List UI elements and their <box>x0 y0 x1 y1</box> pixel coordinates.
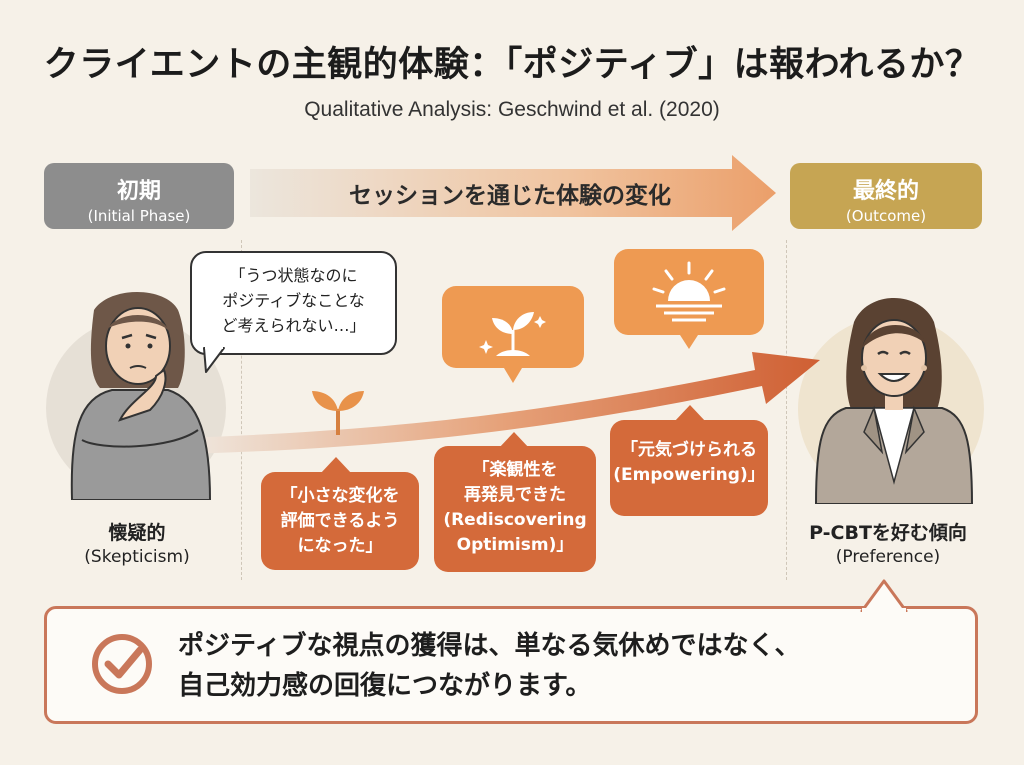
skepticism-label-sub: (Skepticism) <box>84 547 190 567</box>
sunrise-icon <box>652 261 726 349</box>
initial-phase-box: 初期 (Initial Phase) <box>44 163 234 229</box>
skeptical-person-illustration <box>70 292 212 500</box>
conclusion-line-2: 自己効力感の回復につながります。 <box>178 671 592 701</box>
preference-label: P-CBTを好む傾向 (Preference) <box>784 518 992 567</box>
plant-sparkle-icon <box>479 312 546 383</box>
thought-bubble: 「うつ状態なのに ポジティブなことな ど考えられない…」 <box>190 251 397 355</box>
check-circle-icon <box>92 634 152 694</box>
outcome-phase-label: 最終的 <box>852 179 919 204</box>
page-title: クライエントの主観的体験：「ポジティブ」は報われるか？ <box>43 45 981 85</box>
conclusion-banner <box>44 606 978 724</box>
page-subtitle: Qualitative Analysis: Geschwind et al. (… <box>304 98 720 121</box>
bubble-tail-3 <box>674 405 706 422</box>
step-bubble-empowering: 「元気づけられる (Empowering)」 <box>610 420 768 516</box>
arrow-label: セッションを通じた体験の変化 <box>349 183 671 209</box>
preference-label-main: P-CBTを好む傾向 <box>809 522 967 544</box>
conclusion-line-1: ポジティブな視点の獲得は、単なる気休めではなく、 <box>178 631 801 661</box>
initial-phase-sub: (Initial Phase) <box>87 207 191 225</box>
outcome-phase-sub: (Outcome) <box>845 207 927 225</box>
skepticism-label-main: 懐疑的 <box>108 522 166 544</box>
happy-person-illustration <box>814 298 974 504</box>
conclusion-text: ポジティブな視点の獲得は、単なる気休めではなく、 自己効力感の回復につながります… <box>178 626 958 706</box>
step-bubble-rediscovering-optimism: 「楽観性を 再発見できた (Rediscovering Optimism)」 <box>434 446 596 572</box>
preference-label-sub: (Preference) <box>835 547 941 567</box>
divider-left <box>241 240 242 580</box>
divider-right <box>786 240 787 580</box>
progress-arrow <box>250 155 776 231</box>
banner-pointer <box>860 579 908 612</box>
bubble-tail-2 <box>498 432 530 449</box>
outcome-phase-box: 最終的 (Outcome) <box>790 163 982 229</box>
growth-arrow <box>180 352 820 454</box>
sprout-icon <box>312 391 364 435</box>
skepticism-label: 懐疑的 (Skepticism) <box>44 518 230 567</box>
thought-bubble-tail <box>203 346 225 373</box>
bubble-tail-1 <box>320 457 352 474</box>
step-bubble-small-changes: 「小さな変化を 評価できるよう になった」 <box>261 472 419 570</box>
initial-phase-label: 初期 <box>116 179 161 204</box>
